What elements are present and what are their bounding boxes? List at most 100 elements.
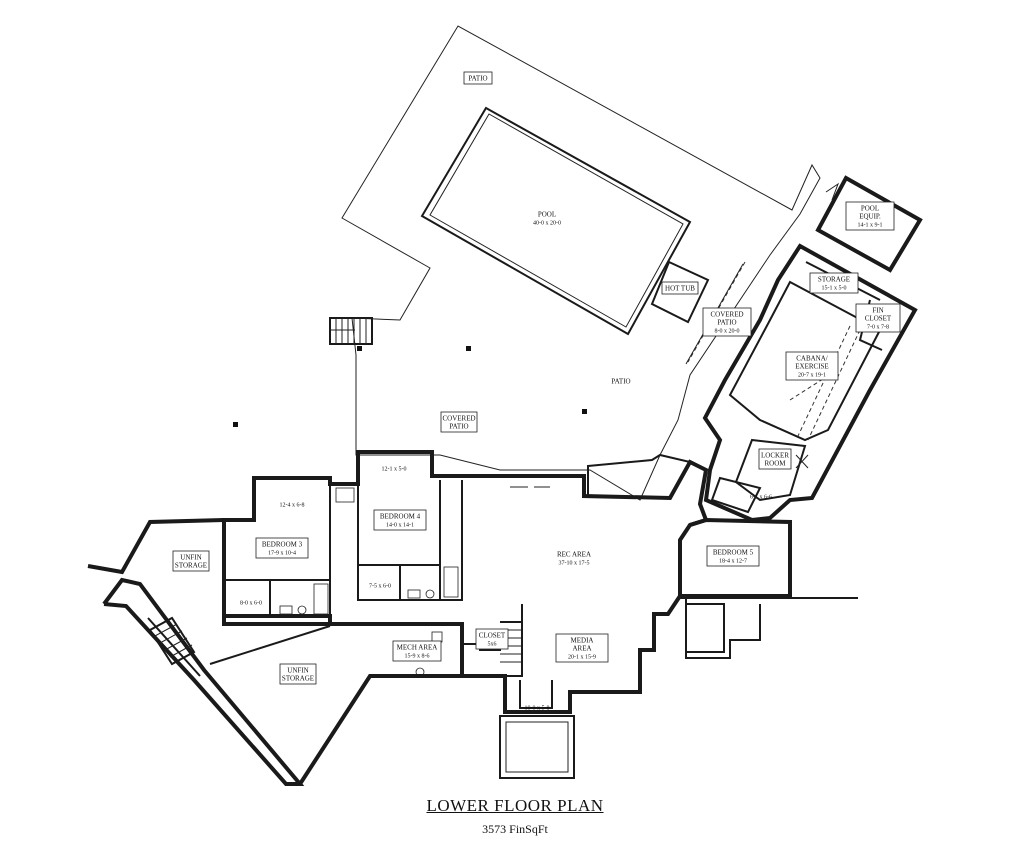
media-walls	[505, 604, 523, 677]
room-label-box	[392, 640, 442, 662]
room-label-bath-locker: 6-1 x 6-6	[750, 495, 772, 501]
cabana-wing-walls	[702, 243, 918, 523]
tub-fixture	[313, 583, 329, 615]
room-label-box	[475, 628, 509, 650]
room-label-bath4: 7-5 x 6-0	[369, 584, 391, 590]
plan-title: LOWER FLOOR PLAN	[426, 796, 604, 815]
unfin-storage-inner	[147, 617, 331, 677]
post	[582, 409, 587, 414]
room-name: AREA	[572, 645, 591, 653]
room-name: CLOSET	[865, 315, 892, 323]
locker-bath	[710, 476, 762, 514]
room-label-patio-top: PATIO	[463, 71, 493, 85]
bedroom4-interior	[357, 480, 463, 601]
room-label-hot-tub: HOT TUB	[661, 281, 699, 295]
room-dimension: 10-0 x 5-8	[525, 706, 550, 712]
room-name: PATIO	[717, 319, 736, 327]
sink-fixture	[279, 605, 293, 615]
room-label-box	[555, 633, 609, 663]
cabana-inner	[728, 280, 882, 442]
pool-stairs	[329, 317, 373, 345]
bedroom5-walls	[678, 517, 792, 598]
room-dimension: 37-10 x 17-5	[559, 561, 590, 567]
room-label-box	[440, 411, 478, 433]
room-label-box	[702, 307, 752, 337]
room-name: POOL	[538, 211, 556, 219]
room-dimension: 12-1 x 5-0	[382, 467, 407, 473]
toilet-fixture	[297, 605, 307, 615]
room-name: STORAGE	[175, 562, 207, 570]
room-dimension: 15-9 x 8-6	[405, 654, 430, 660]
room-label-box	[463, 71, 493, 85]
room-label-box	[845, 201, 895, 231]
terrace-outline	[680, 597, 858, 659]
hot-tub	[650, 260, 710, 324]
cabana-dash-1	[807, 329, 861, 441]
room-label-box	[255, 537, 309, 559]
room-dimension: 14-0 x 14-1	[386, 523, 414, 529]
room-label-bedroom4: BEDROOM 4 14-0 x 14-1	[373, 509, 427, 531]
room-name: BEDROOM 3	[262, 541, 303, 549]
room-label-box	[373, 509, 427, 531]
patio-outline	[341, 25, 821, 501]
room-label-nook: 10-0 x 5-8	[525, 706, 550, 712]
room-name: MEDIA	[571, 637, 594, 645]
locker-walls	[734, 438, 807, 502]
lower-box	[499, 715, 575, 779]
pool-outline	[420, 106, 692, 336]
room-label-rec-area: REC AREA 37-10 x 17-5	[557, 551, 591, 567]
room-name: REC AREA	[557, 551, 591, 559]
pool-equip-door	[825, 182, 840, 201]
room-name: EQUIP.	[859, 213, 881, 221]
room-name: ROOM	[764, 460, 786, 468]
cabana-dash-2	[797, 325, 851, 437]
room-name: POOL	[861, 205, 879, 213]
room-name: HOT TUB	[665, 285, 695, 293]
room-dimension: 7-0 x 7-8	[867, 325, 889, 331]
room-name: UNFIN	[287, 667, 308, 675]
room-name: FIN	[872, 307, 883, 315]
water-heater	[431, 631, 443, 643]
room-name: LOCKER	[761, 452, 789, 460]
room-name: BEDROOM 5	[713, 549, 754, 557]
room-label-closet4: 12-1 x 5-0	[382, 467, 407, 473]
post	[357, 346, 362, 351]
left-stairs	[148, 616, 196, 666]
room-label-box	[758, 448, 792, 470]
room-name: UNFIN	[180, 554, 201, 562]
room-name: COVERED	[442, 415, 475, 423]
room-dimension: 40-0 x 20-0	[533, 221, 561, 227]
room-label-pool: POOL 40-0 x 20-0	[533, 211, 561, 227]
pool-inner	[429, 113, 684, 328]
room-name: STORAGE	[818, 276, 850, 284]
room-name: BEDROOM 4	[380, 513, 421, 521]
room-label-box	[855, 303, 901, 333]
room-label-box	[661, 281, 699, 295]
lower-box-inner	[505, 721, 569, 773]
locker-x	[795, 454, 809, 469]
room-name: STORAGE	[282, 675, 314, 683]
room-dimension: 20-1 x 15-9	[568, 655, 596, 661]
room-label-box	[809, 272, 859, 294]
room-dimension: 17-9 x 10-4	[268, 551, 296, 557]
room-dimension: 18-4 x 12-7	[719, 559, 747, 565]
room-label-box	[172, 550, 210, 572]
closet-fixture	[335, 487, 355, 503]
deck-outline	[587, 453, 692, 500]
room-label-bedroom5: BEDROOM 5 18-4 x 12-7	[706, 545, 760, 567]
pool-equip-walls	[815, 175, 923, 273]
room-name: PATIO	[449, 423, 468, 431]
bedroom3-interior	[224, 478, 331, 616]
toilet-fixture	[425, 589, 435, 599]
room-dimension: 8-0 x 20-0	[715, 329, 740, 335]
